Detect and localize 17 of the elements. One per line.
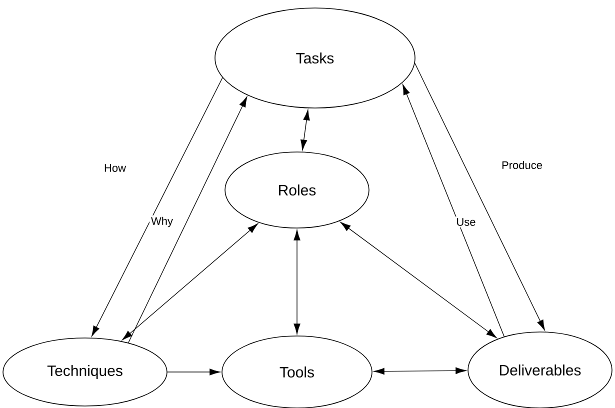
ellipse-node: Tasks — [214, 8, 416, 108]
ellipse-node: Roles — [224, 152, 370, 228]
edge-label: Use — [454, 216, 478, 228]
arrow — [374, 367, 466, 375]
arrow — [128, 96, 248, 344]
arrow — [92, 77, 223, 336]
arrow — [340, 222, 497, 338]
ellipse-node: Techniques — [2, 338, 168, 406]
arrow — [122, 224, 258, 340]
edge-label: Produce — [500, 159, 544, 171]
arrow — [167, 368, 220, 376]
arrow — [300, 110, 310, 150]
arrow — [402, 84, 505, 337]
arrow — [414, 62, 545, 330]
edge-label: Why — [150, 215, 174, 229]
arrow — [294, 230, 300, 334]
edge-label: How — [102, 162, 128, 174]
